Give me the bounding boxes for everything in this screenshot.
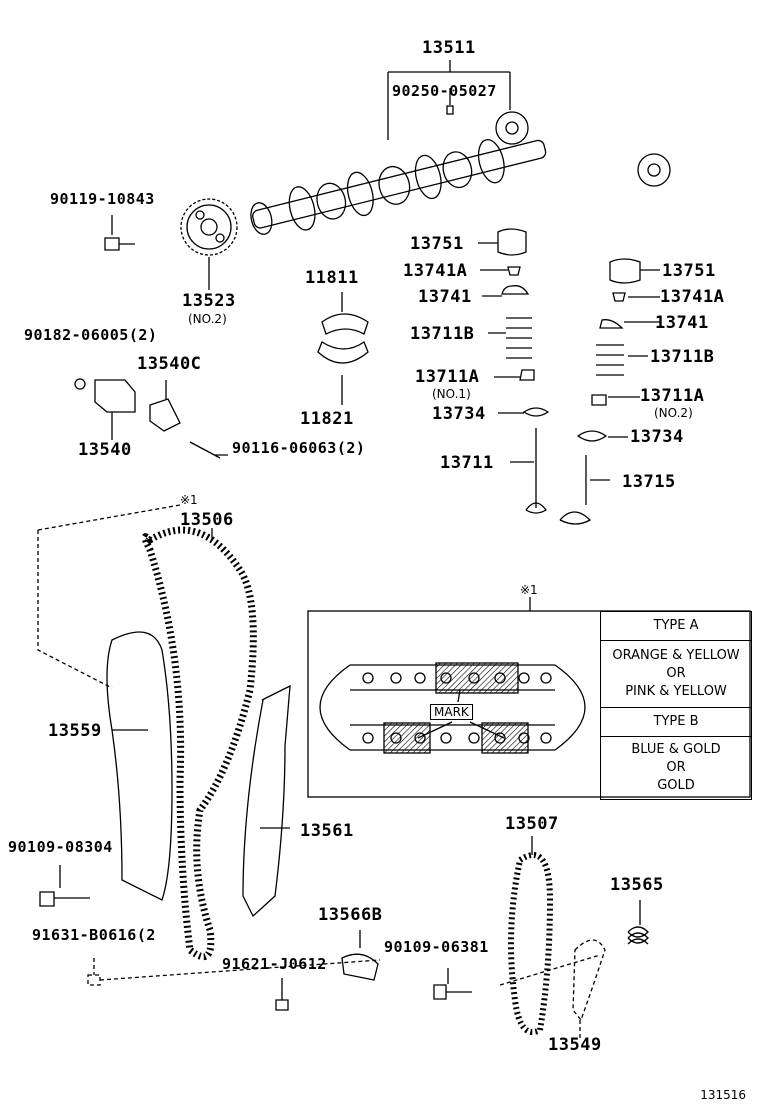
label-13506: 13506 (180, 510, 234, 530)
label-13734-right: 13734 (630, 427, 684, 447)
label-13741-right: 13741 (655, 313, 709, 333)
label-13751-right: 13751 (662, 261, 716, 281)
label-90109-06381: 90109-06381 (384, 938, 489, 956)
type-a-color-1: ORANGE & YELLOW (612, 648, 740, 663)
detail-note: ※1 (520, 583, 538, 597)
cam-sprocket-no2 (180, 198, 238, 256)
label-13741A-left: 13741A (403, 261, 468, 281)
chain-links-upper (362, 672, 552, 684)
label-13566B: 13566B (318, 905, 383, 925)
type-b-text: TYPE B (653, 714, 699, 729)
type-b-colors: BLUE & GOLD OR GOLD (601, 737, 751, 800)
label-13540: 13540 (78, 440, 132, 460)
label-13511: 13511 (422, 38, 476, 58)
label-11821: 11821 (300, 409, 354, 429)
type-a-text: TYPE A (653, 618, 699, 633)
label-91631-B0616: 91631-B0616(2 (32, 926, 156, 944)
label-13734-left: 13734 (432, 404, 486, 424)
label-13540C: 13540C (137, 354, 202, 374)
label-13559: 13559 (48, 721, 102, 741)
label-90250-05027: 90250-05027 (392, 82, 497, 100)
label-13751-left: 13751 (410, 234, 464, 254)
label-90109-08304: 90109-08304 (8, 838, 113, 856)
label-13549: 13549 (548, 1035, 602, 1055)
label-90119-10843: 90119-10843 (50, 190, 155, 208)
chain-mark-color-table: TYPE A ORANGE & YELLOW OR PINK & YELLOW … (600, 611, 752, 800)
label-11811: 11811 (305, 268, 359, 288)
mark-label: MARK (430, 704, 473, 720)
label-13711A-right-sub: (NO.2) (654, 406, 693, 420)
label-13711B-left: 13711B (410, 324, 475, 344)
label-13523: 13523 (182, 291, 236, 311)
type-b-color-1: BLUE & GOLD (631, 742, 721, 757)
label-13507: 13507 (505, 814, 559, 834)
type-b-color-2: GOLD (657, 778, 695, 793)
label-90182-06005: 90182-06005(2) (24, 326, 158, 344)
camshaft (250, 139, 547, 235)
label-13711A-right: 13711A (640, 386, 705, 406)
label-13565: 13565 (610, 875, 664, 895)
type-a-color-2: PINK & YELLOW (625, 684, 727, 699)
type-a-header: TYPE A (601, 612, 751, 641)
label-90116-06063: 90116-06063(2) (232, 439, 366, 457)
label-13741-left: 13741 (418, 287, 472, 307)
label-13711A-left: 13711A (415, 367, 480, 387)
chain-13507 (508, 852, 554, 1035)
type-a-or: OR (666, 666, 686, 681)
label-13523-sub: (NO.2) (188, 312, 227, 326)
label-13715: 13715 (622, 472, 676, 492)
label-13711A-left-sub: (NO.1) (432, 387, 471, 401)
type-a-colors: ORANGE & YELLOW OR PINK & YELLOW (601, 641, 751, 708)
type-b-header: TYPE B (601, 708, 751, 737)
figure-number: 131516 (700, 1088, 746, 1102)
label-note-ref: ※1 (180, 493, 198, 507)
label-13741A-right: 13741A (660, 287, 725, 307)
label-13711B-right: 13711B (650, 347, 715, 367)
type-b-or: OR (666, 760, 686, 775)
label-13561: 13561 (300, 821, 354, 841)
chain-links-lower (362, 732, 552, 744)
label-91621-J0612: 91621-J0612 (222, 955, 327, 973)
label-13711: 13711 (440, 453, 494, 473)
timing-chain-13506 (141, 526, 257, 961)
